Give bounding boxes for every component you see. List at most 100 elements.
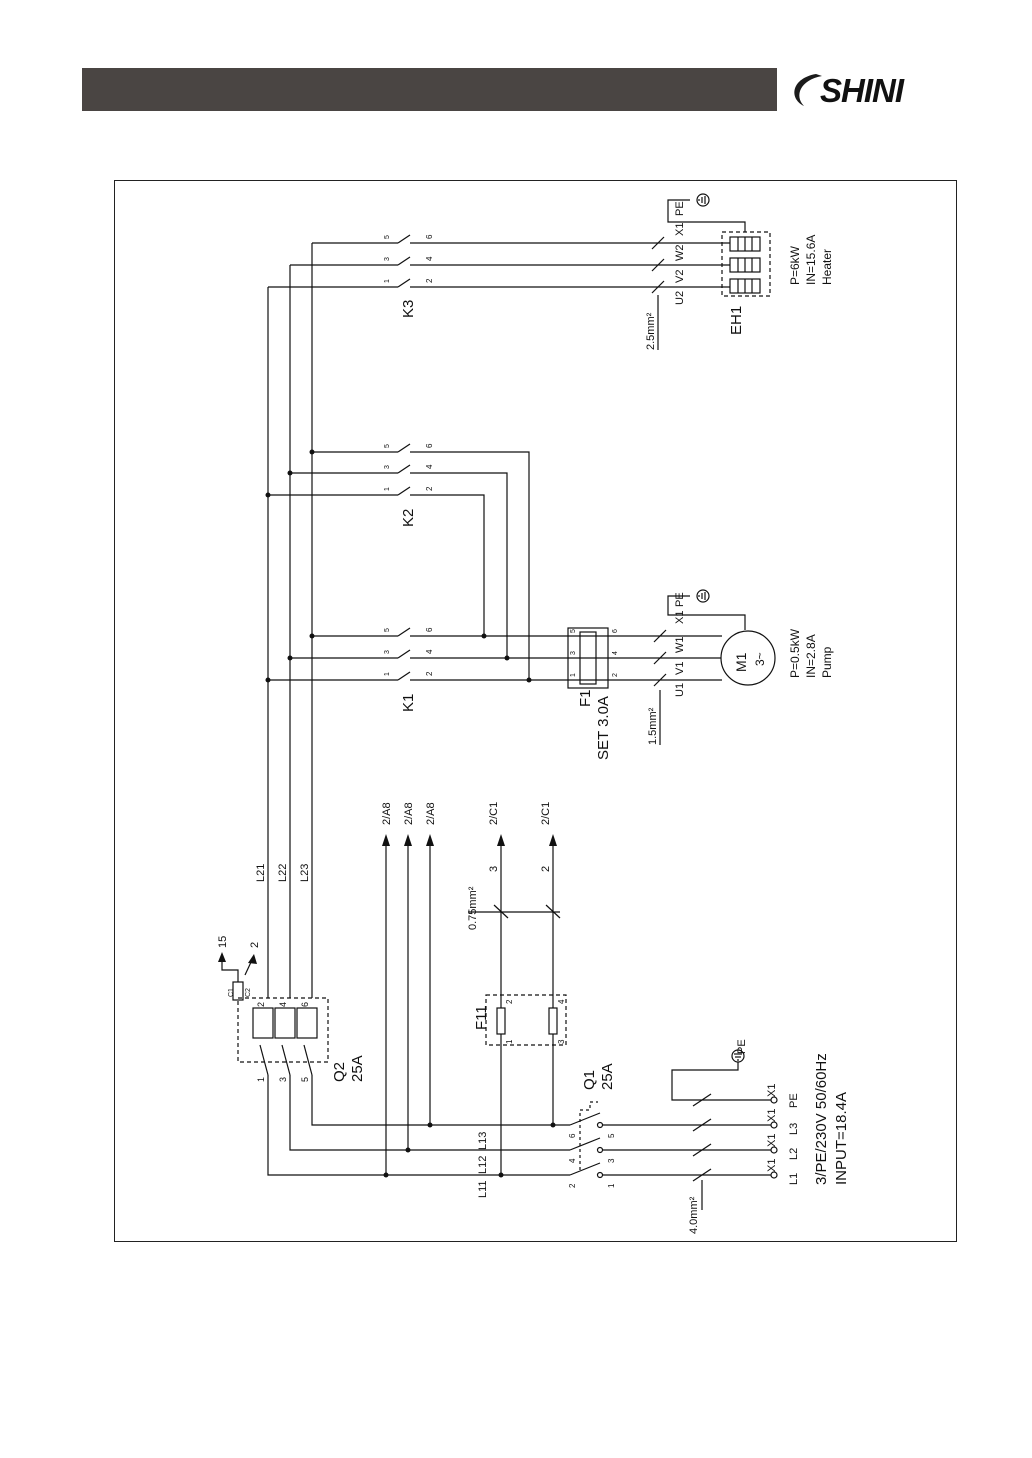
supply-wire-size: 4.0mm² xyxy=(688,1196,700,1234)
control-line-label: 2 xyxy=(540,866,552,872)
f11-term: 1 xyxy=(505,1039,514,1044)
q1-terminal xyxy=(596,1146,604,1154)
heater-name: EH1 xyxy=(728,306,745,335)
junction-dot xyxy=(383,1172,389,1178)
f11-term: 2 xyxy=(505,999,514,1004)
junction-dot xyxy=(309,449,315,455)
bus-l13 xyxy=(311,1075,570,1126)
junction-dot xyxy=(309,633,315,639)
motor-pe-wire xyxy=(667,595,746,630)
q1-contact xyxy=(569,1162,601,1176)
k3-term: 4 xyxy=(425,256,434,261)
earth-icon xyxy=(696,193,710,207)
motor-tick xyxy=(653,629,667,643)
arrow-aux-15 xyxy=(218,952,226,962)
control-wire-size: 0.75mm² xyxy=(467,886,479,930)
q2-term: 3 xyxy=(278,1077,288,1082)
q2-term: 4 xyxy=(278,1002,288,1007)
f11-term: 4 xyxy=(557,999,566,1004)
f1-term: 6 xyxy=(612,629,619,633)
supply-terminal xyxy=(770,1096,778,1104)
supply-input: INPUT=18.4A xyxy=(833,1092,850,1185)
q2-rating: 25A xyxy=(349,1055,366,1082)
k3-contact xyxy=(397,278,411,288)
k2-cross-3 xyxy=(410,451,530,680)
schematic-frame xyxy=(114,180,957,1242)
supply-tick xyxy=(692,1143,712,1157)
motor-spec-type: Pump xyxy=(820,646,834,678)
q2-term: 1 xyxy=(256,1077,266,1082)
bus-label-l22: L22 xyxy=(277,864,289,882)
supply-terminal-x1: X1 xyxy=(766,1084,778,1097)
supply-tick xyxy=(692,1093,712,1107)
junction-dot xyxy=(481,633,487,639)
q1-term: 3 xyxy=(607,1158,616,1163)
q2-trip-1 xyxy=(252,1007,274,1039)
supply-tick xyxy=(692,1118,712,1132)
supply-phase-l2: L2 xyxy=(788,1148,800,1160)
q1-terminal xyxy=(596,1121,604,1129)
q2-term: 5 xyxy=(300,1077,310,1082)
heater-term-u2: U2 xyxy=(674,291,686,305)
k3-term: 5 xyxy=(384,235,391,239)
k1-name: K1 xyxy=(400,694,417,712)
supply-terminal xyxy=(770,1121,778,1129)
supply-rating: 3/PE/230V 50/60Hz xyxy=(813,1053,830,1185)
k2-name: K2 xyxy=(400,509,417,527)
k1-term: 2 xyxy=(425,671,434,676)
junction-dot xyxy=(427,1122,433,1128)
heater-tick xyxy=(651,258,665,272)
f1-term: 1 xyxy=(570,673,577,677)
q2-term: 2 xyxy=(256,1002,266,1007)
k1-term: 3 xyxy=(384,650,391,654)
k3-name: K3 xyxy=(400,300,417,318)
heater-spec-type: Heater xyxy=(820,249,834,285)
motor-term-pe: PE xyxy=(674,592,686,607)
q2-trip-3 xyxy=(296,1007,318,1039)
k2-contact xyxy=(397,486,411,496)
ref-a8: 2/A8 xyxy=(403,802,415,825)
q2-contact-1 xyxy=(259,1044,269,1076)
heater-wire-size: 2.5mm² xyxy=(645,312,657,350)
k1-term: 1 xyxy=(384,672,391,676)
k2-contact xyxy=(397,443,411,453)
motor-symbol-label: 3~ xyxy=(753,652,767,666)
k2-cross-1 xyxy=(410,494,485,636)
f1-element xyxy=(579,631,597,685)
f11-frame xyxy=(485,994,567,1046)
arrow-a8-1 xyxy=(382,834,390,846)
q1-contact xyxy=(569,1137,601,1151)
q2-aux-ref: 2 xyxy=(249,942,261,948)
k1-contact xyxy=(397,649,411,659)
k3-contact xyxy=(397,234,411,244)
bus-label-l13: L13 xyxy=(477,1132,489,1150)
q1-term: 5 xyxy=(607,1133,616,1138)
q1-name: Q1 xyxy=(581,1070,598,1090)
arrow-aux-2 xyxy=(248,954,257,964)
arrow-a8-3 xyxy=(426,834,434,846)
f1-term: 3 xyxy=(570,651,577,655)
q1-operator xyxy=(579,1101,598,1170)
k1-contact xyxy=(397,671,411,681)
f11-term: 3 xyxy=(557,1039,566,1044)
supply-terminal-x1: X1 xyxy=(766,1159,778,1172)
q2-trip-2 xyxy=(274,1007,296,1039)
supply-terminal xyxy=(770,1146,778,1154)
heater-pe-wire xyxy=(667,199,746,232)
f1-term: 4 xyxy=(612,651,619,655)
k3-term: 6 xyxy=(425,234,434,239)
q2-name: Q2 xyxy=(331,1062,348,1082)
f11-fuse-2 xyxy=(548,1007,558,1035)
motor-term-w1: W1 xyxy=(674,637,686,654)
junction-dot xyxy=(405,1147,411,1153)
bus-label-l21: L21 xyxy=(255,864,267,882)
k2-term: 4 xyxy=(425,464,434,469)
pe-label: PE xyxy=(736,1039,748,1054)
k2-term: 1 xyxy=(384,487,391,491)
ref-c1: 2/C1 xyxy=(540,802,552,825)
q1-rating: 25A xyxy=(599,1063,616,1090)
k1-term: 6 xyxy=(425,627,434,632)
q1-contact xyxy=(569,1112,601,1126)
k1-term: 5 xyxy=(384,628,391,632)
